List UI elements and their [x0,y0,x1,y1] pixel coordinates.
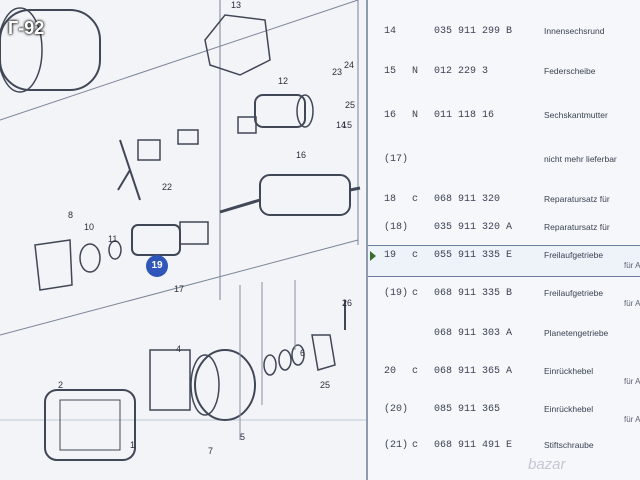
row-flag: c [412,250,419,261]
callout-24: 25 [345,100,356,110]
table-row[interactable]: (18) 035 911 320 A Reparatursatz für [368,218,640,240]
row-pos: (21) [384,440,409,451]
row-part-number: 068 911 491 E [434,440,513,451]
row-description: Sechskantmutter [544,110,608,120]
row-part-number: 011 118 16 [434,110,495,121]
table-row[interactable]: 15 N 012 229 3 Federscheibe [368,62,640,84]
parts-list-panel: 14 035 911 299 B Innensechsrund 15 N 012… [368,0,640,480]
row-description: Innensechsrund [544,26,605,36]
row-pos: (19) [384,288,409,299]
row-pos: (17) [384,154,409,165]
row-part-number: 035 911 299 B [434,26,513,37]
table-row[interactable]: 16 N 011 118 16 Sechskantmutter [368,106,640,128]
watermark-logo: bazar [528,456,566,473]
table-row[interactable]: (21) c 068 911 491 E Stiftschraube [368,436,640,458]
callout-18: 17 [174,284,185,294]
row-description: nicht mehr lieferbar [544,154,617,164]
row-pos: 14 [384,26,397,37]
row-description: Freilaufgetriebe [544,250,604,260]
exploded-diagram-panel: Г-92 13 12 23 24 15 14 25 16 22 8 10 11 … [0,0,368,461]
callout-5: 5 [240,432,246,442]
callout-7: 7 [208,446,214,456]
row-flag: c [412,288,419,299]
row-flag: N [412,110,419,121]
row-description: Reparatursatz für [544,194,610,204]
table-row[interactable]: 068 911 303 A Planetengetriebe [368,324,640,346]
table-row-selected[interactable]: 19 c 055 911 335 E Freilaufgetriebe für … [368,245,640,277]
callout-20: 22 [162,182,173,192]
callout-10: 10 [84,222,95,232]
row-part-number: 068 911 303 A [434,328,513,339]
row-flag: N [412,66,419,77]
row-pos: (20) [384,404,409,415]
row-pos: 19 [384,250,397,261]
table-row[interactable]: (19) c 068 911 335 B Freilaufgetriebe fü… [368,284,640,314]
row-note: für A [624,261,640,270]
row-part-number: 068 911 320 [434,194,501,205]
callout-23: 24 [344,60,355,70]
row-part-number: 012 229 3 [434,66,489,77]
row-pos: 15 [384,66,397,77]
table-row[interactable]: 20 c 068 911 365 A Einrückhebel für An [368,362,640,392]
callout-2: 2 [58,380,64,390]
row-pos: 16 [384,110,397,121]
row-flag: c [412,366,419,377]
callout-4: 4 [176,344,182,354]
row-part-number: 035 911 320 A [434,222,513,233]
callout-26: 26 [342,298,353,308]
callout-6: 6 [300,348,306,358]
callout-16: 15 [342,120,353,130]
callout-8: 8 [68,210,74,220]
panel-divider [366,0,368,480]
row-part-number: 055 911 335 E [434,250,513,261]
selection-arrow-icon [370,251,376,261]
callout-11: 11 [108,234,118,244]
page-title: Г-92 [8,18,45,38]
callout-22: 23 [332,67,343,77]
row-description: Einrückhebel [544,404,594,414]
row-flag: c [412,440,419,451]
callout-14: 13 [231,0,242,10]
row-pos: 20 [384,366,397,377]
callout-17: 16 [296,150,307,160]
row-part-number: 085 911 365 [434,404,501,415]
starter-exploded-diagram [0,0,368,461]
row-part-number: 068 911 365 A [434,366,513,377]
row-description: Federscheibe [544,66,596,76]
row-description: Planetengetriebe [544,328,609,338]
callout-13: 12 [278,76,289,86]
row-pos: (18) [384,222,409,233]
row-note: für A [624,299,640,308]
table-row[interactable]: (20) 085 911 365 Einrückhebel für An [368,400,640,430]
callout-1: 1 [130,440,136,450]
row-part-number: 068 911 335 B [434,288,513,299]
row-note: für An [624,415,640,424]
row-description: Reparatursatz für [544,222,610,232]
callout-19-highlighted[interactable]: 19 [146,255,168,277]
row-description: Einrückhebel [544,366,594,376]
table-row[interactable]: 14 035 911 299 B Innensechsrund [368,22,640,44]
row-pos: 18 [384,194,397,205]
row-note: für An [624,377,640,386]
callout-25: 25 [320,380,331,390]
row-flag: c [412,194,419,205]
callout-15: 14 [336,120,347,130]
table-row[interactable]: (17) nicht mehr lieferbar [368,150,640,172]
row-description: Freilaufgetriebe [544,288,604,298]
row-description: Stiftschraube [544,440,594,450]
table-row[interactable]: 18 c 068 911 320 Reparatursatz für [368,190,640,212]
